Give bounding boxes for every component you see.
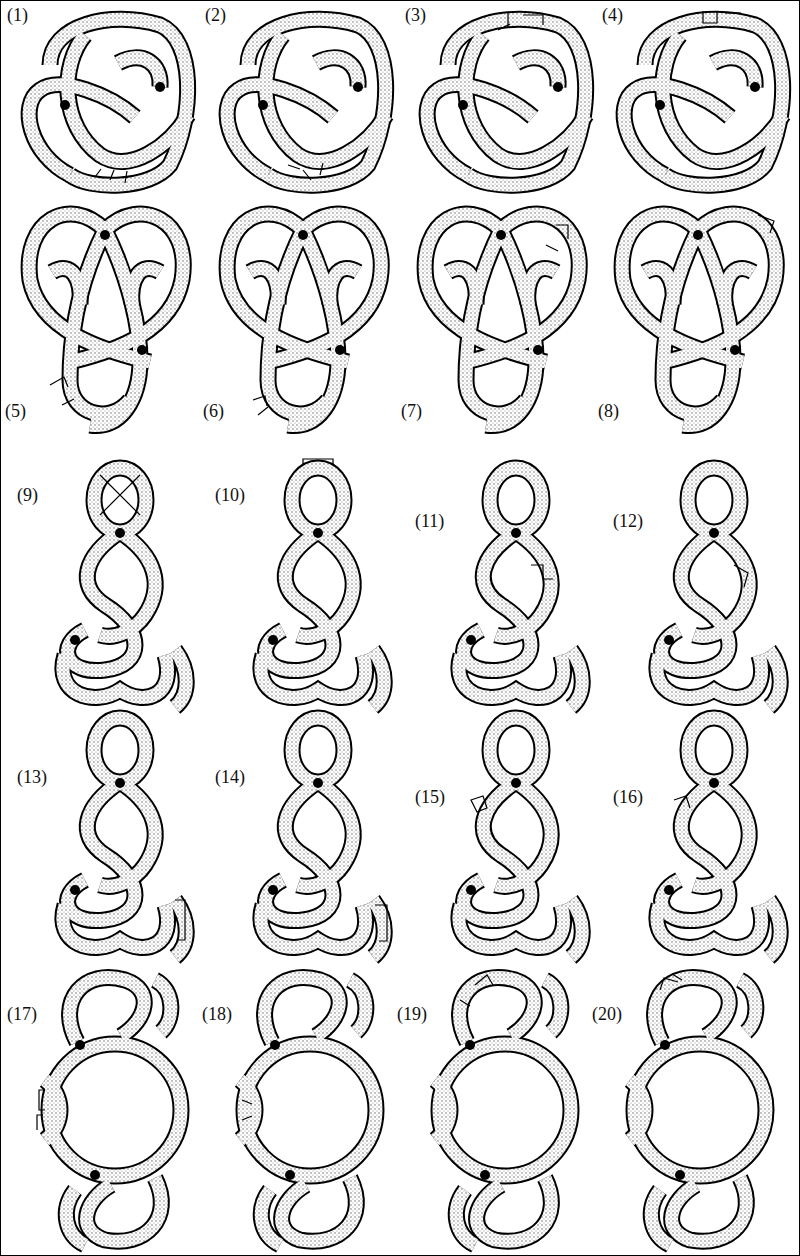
figure-number: (1) bbox=[6, 6, 29, 26]
figure-number: (6) bbox=[202, 402, 225, 422]
figure-number: (17) bbox=[6, 1005, 38, 1025]
figure-number: (4) bbox=[601, 6, 624, 26]
figure-number: (19) bbox=[396, 1005, 428, 1025]
figure-number: (9) bbox=[16, 486, 39, 506]
figure-number: (10) bbox=[214, 486, 246, 506]
figure-number: (11) bbox=[414, 512, 445, 532]
figure-number: (20) bbox=[591, 1005, 623, 1025]
figure-number: (7) bbox=[400, 402, 423, 422]
figure-number: (16) bbox=[612, 788, 644, 808]
figure-number: (12) bbox=[612, 512, 644, 532]
figure-number: (3) bbox=[404, 6, 427, 26]
figure-number: (14) bbox=[214, 768, 246, 788]
figure-number: (2) bbox=[204, 6, 227, 26]
figure-number: (13) bbox=[16, 768, 48, 788]
figure-number: (18) bbox=[201, 1005, 233, 1025]
figure-number: (5) bbox=[4, 402, 27, 422]
figure-number: (15) bbox=[414, 788, 446, 808]
figure-number: (8) bbox=[597, 402, 620, 422]
